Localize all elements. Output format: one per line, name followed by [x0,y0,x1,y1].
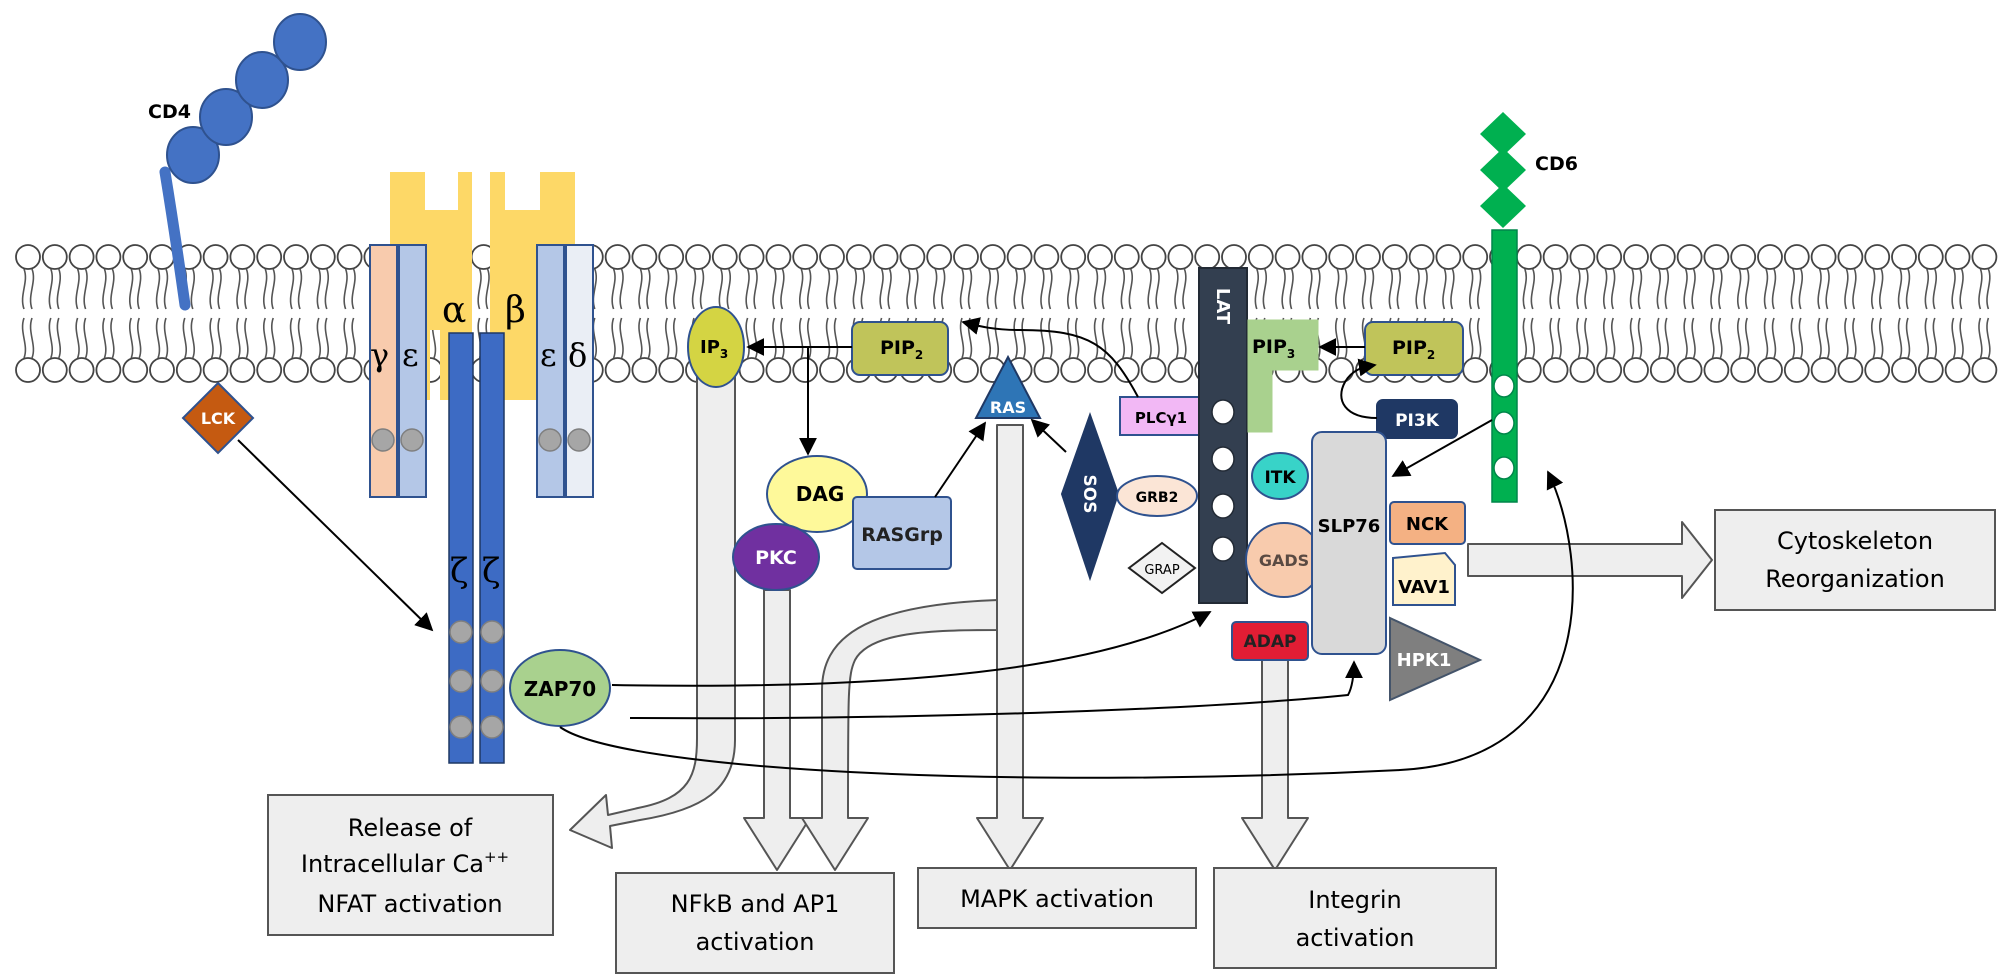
ip3-label: IP [700,337,720,358]
outcome-cytoskeleton: Cytoskeleton Reorganization [1714,509,1996,611]
integrin-line1: Integrin [1308,886,1401,914]
cd3-delta-chain [565,244,594,498]
svg-text:IP3: IP3 [700,337,728,361]
cd4-coreceptor [159,13,327,311]
cd3-gamma-chain [369,244,398,498]
adap-adaptor [1231,621,1309,661]
pip2-left-subscript: 2 [915,348,923,362]
pip3-subscript: 3 [1287,347,1295,361]
epsilon-left-label: ε [402,336,419,374]
cytoskeleton-line2: Reorganization [1765,565,1945,593]
svg-text:PIP2: PIP2 [880,337,923,362]
lat-label: LAT [1212,288,1233,325]
rasgrp-protein [852,496,952,570]
plcg1-label: PLCγ1 [1135,409,1187,427]
slp76-adaptor [1311,431,1387,655]
outcome-integrin: Integrin activation [1213,867,1497,969]
cd6-receptor [1480,112,1526,503]
rasgrp-label: RASGrp [861,524,943,546]
cd3-epsilon-left-chain [398,244,427,498]
outcome-nfkb: NFkB and AP1 activation [615,872,895,974]
lck-label: LCK [201,409,236,428]
calcium-line2: Intracellular Ca [301,850,484,878]
svg-text:Intracellular Ca++: Intracellular Ca++ [301,848,509,878]
sos-label: SOS [1079,475,1099,514]
grap-adaptor [1127,541,1197,595]
calcium-line3: NFAT activation [317,890,502,918]
svg-text:PIP2: PIP2 [1392,337,1435,362]
pip3-label: PIP [1252,336,1287,358]
pip2-right-label: PIP [1392,337,1427,359]
arrow-ras-to-nfkb [801,599,999,871]
arrow-ras-to-mapk [976,424,1044,871]
hpk1-kinase [1389,616,1483,702]
vav1-label: VAV1 [1398,577,1450,598]
gamma-chain-label: γ [370,336,389,374]
cd6-label: CD6 [1535,153,1578,175]
dag-molecule [766,455,868,533]
nfkb-line2: activation [696,928,815,956]
alpha-chain-label: α [442,290,466,331]
epsilon-right-label: ε [540,336,557,374]
nfkb-line1: NFkB and AP1 [671,890,840,918]
pip3-molecule [1247,319,1319,433]
arrow-adap-to-integrin [1241,657,1309,871]
outcome-mapk: MAPK activation [917,867,1197,929]
vav1-gef [1392,551,1456,606]
delta-chain-label: δ [568,336,587,374]
pkc-label: PKC [755,547,797,569]
pip2-left-molecule [851,321,949,376]
slp76-label: SLP76 [1318,516,1381,537]
cd4-label: CD4 [148,101,191,123]
zeta-right-label: ζ [482,551,500,591]
grb2-label: GRB2 [1136,490,1179,506]
pkc-kinase [732,523,820,591]
pip2-left-label: PIP [880,337,915,359]
adap-label: ADAP [1244,632,1297,652]
arrow-pkc-to-nfkb [743,589,811,871]
zeta-chain-left [448,332,474,764]
arrow-slp76-to-cytoskeleton [1467,521,1713,599]
cd3-epsilon-right-chain [536,244,565,498]
pi3k-label: PI3K [1395,411,1440,431]
dag-label: DAG [796,482,845,506]
itk-kinase [1251,452,1309,500]
mapk-label: MAPK activation [960,885,1154,913]
beta-chain-label: β [505,290,526,331]
hpk1-label: HPK1 [1397,650,1452,671]
ip3-molecule [687,306,745,388]
zeta-left-label: ζ [450,551,468,591]
ras-label: RAS [990,398,1026,417]
integrin-line2: activation [1296,924,1415,952]
grb2-adaptor [1116,475,1198,517]
calcium-line1: Release of [348,814,473,842]
cytoskeleton-line1: Cytoskeleton [1777,527,1933,555]
lck-kinase [181,381,255,455]
outcome-calcium: Release of Intracellular Ca++ NFAT activ… [267,794,554,936]
nck-adaptor [1389,501,1466,545]
zap70-label: ZAP70 [524,677,596,701]
pip2-right-molecule [1364,321,1464,376]
zeta-chain-right [479,332,505,764]
itk-label: ITK [1264,468,1296,488]
ip3-subscript: 3 [720,347,728,361]
nck-label: NCK [1406,514,1449,535]
grap-label: GRAP [1144,563,1179,578]
gads-label: GADS [1259,551,1309,570]
sos-gef [1060,412,1120,582]
calcium-superscript: ++ [484,848,509,866]
pip2-right-subscript: 2 [1427,348,1435,362]
svg-text:PIP3: PIP3 [1252,336,1295,361]
ras-gtpase [974,354,1042,419]
zap70-kinase [509,649,611,727]
